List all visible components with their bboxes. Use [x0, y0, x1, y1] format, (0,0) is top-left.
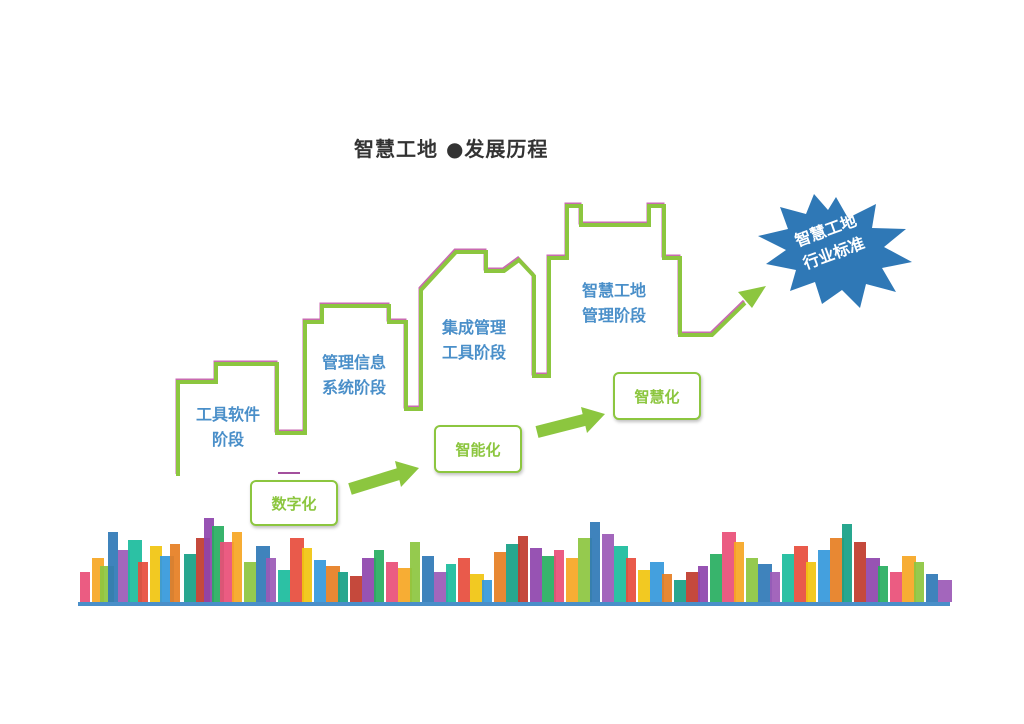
- stage-label-2: 管理信息 系统阶段: [312, 350, 396, 400]
- skyline-building: [138, 562, 148, 602]
- skyline-building: [170, 544, 180, 602]
- skyline-building: [854, 542, 866, 602]
- skyline-building: [650, 562, 664, 602]
- skyline-building: [506, 544, 520, 602]
- skyline-building: [290, 538, 304, 602]
- skyline-building: [338, 572, 348, 602]
- milestone-wisdom: 智慧化: [613, 372, 701, 420]
- skyline-building: [326, 566, 340, 602]
- stage-label-3: 集成管理 工具阶段: [432, 315, 516, 365]
- skyline-building: [518, 536, 528, 602]
- skyline-building: [770, 572, 780, 602]
- page-title: 智慧工地 ●发展历程: [354, 137, 549, 161]
- stage-3-line-2: 工具阶段: [441, 343, 506, 362]
- arrow-digital-to-smart: [348, 461, 419, 495]
- skyline-building: [614, 546, 628, 602]
- skyline-building: [674, 580, 686, 602]
- skyline-building: [386, 562, 398, 602]
- skyline-building: [398, 568, 412, 602]
- skyline-building: [458, 558, 470, 602]
- skyline-building: [422, 556, 434, 602]
- stage-2-line-2: 系统阶段: [321, 378, 386, 397]
- skyline-building: [494, 552, 506, 602]
- skyline-building: [566, 558, 578, 602]
- arrow-smart-to-wisdom: [535, 407, 605, 438]
- skyline-building: [80, 572, 90, 602]
- stage-2-line-1: 管理信息: [321, 353, 386, 372]
- skyline-building: [818, 550, 830, 602]
- skyline-building: [638, 570, 650, 602]
- skyline-building: [746, 558, 758, 602]
- skyline-building: [482, 580, 492, 602]
- milestone-intelligent: 智能化: [434, 425, 522, 473]
- skyline-building: [184, 554, 196, 602]
- stage-1-line-2: 阶段: [211, 430, 244, 449]
- skyline-building: [434, 572, 448, 602]
- skyline-building: [150, 546, 162, 602]
- skyline-building: [806, 562, 816, 602]
- outline-arrowhead: [738, 286, 766, 308]
- skyline-building: [926, 574, 938, 602]
- skyline-building: [722, 532, 736, 602]
- skyline-building: [602, 534, 614, 602]
- stage-label-1: 工具软件 阶段: [186, 402, 270, 452]
- stage-4-line-1: 智慧工地: [581, 281, 646, 300]
- skyline-building: [842, 524, 852, 602]
- skyline-building: [314, 560, 326, 602]
- skyline-building: [938, 580, 952, 602]
- milestone-digital: 数字化: [250, 480, 338, 526]
- skyline-building: [782, 554, 794, 602]
- skyline-building: [410, 542, 420, 602]
- skyline-building: [244, 562, 256, 602]
- skyline-building: [626, 558, 636, 602]
- skyline-building: [204, 518, 214, 602]
- skyline-building: [554, 550, 564, 602]
- skyline-building: [446, 564, 456, 602]
- skyline-building: [266, 558, 276, 602]
- skyline-ground: [78, 602, 950, 606]
- skyline-building: [232, 532, 242, 602]
- skyline-building: [902, 556, 916, 602]
- skyline-building: [794, 546, 808, 602]
- skyline-building: [662, 574, 672, 602]
- skyline-building: [108, 532, 118, 602]
- skyline-building: [830, 538, 844, 602]
- skyline-building: [578, 538, 592, 602]
- skyline-building: [542, 556, 556, 602]
- stage-label-4: 智慧工地 管理阶段: [572, 278, 656, 328]
- city-skyline: [78, 518, 952, 606]
- skyline-building: [590, 522, 600, 602]
- skyline-building: [734, 542, 744, 602]
- step-outline-line: [176, 204, 747, 476]
- skyline-building: [470, 574, 484, 602]
- skyline-building: [698, 566, 708, 602]
- skyline-building: [686, 572, 700, 602]
- stage-3-line-1: 集成管理: [441, 318, 506, 337]
- skyline-building: [914, 562, 924, 602]
- skyline-building: [866, 558, 880, 602]
- skyline-building: [220, 542, 234, 602]
- skyline-building: [374, 550, 384, 602]
- skyline-building: [118, 550, 130, 602]
- stage-1-line-1: 工具软件: [195, 405, 260, 424]
- skyline-building: [530, 548, 542, 602]
- stage-4-line-2: 管理阶段: [581, 306, 646, 325]
- skyline-building: [878, 566, 888, 602]
- skyline-building: [302, 548, 312, 602]
- skyline-building: [350, 576, 362, 602]
- skyline-building: [890, 572, 902, 602]
- skyline-building: [710, 554, 722, 602]
- skyline-building: [362, 558, 376, 602]
- skyline-building: [278, 570, 290, 602]
- skyline-building: [758, 564, 772, 602]
- burst-badge-shape: [758, 194, 912, 308]
